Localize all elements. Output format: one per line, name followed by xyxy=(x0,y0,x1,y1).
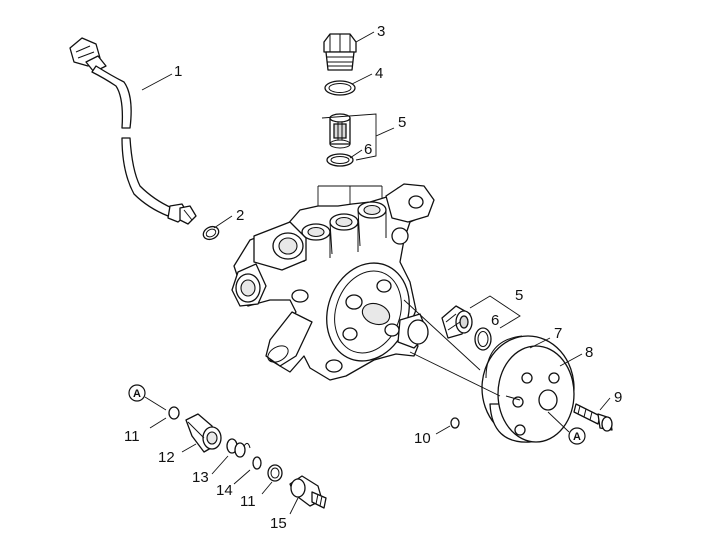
part-12-fitting xyxy=(185,413,222,453)
callout-9: 9 xyxy=(614,389,622,406)
leader-lines xyxy=(141,31,611,515)
callout-13: 13 xyxy=(192,469,209,486)
callout-11-top: 11 xyxy=(124,428,140,445)
part-5-valve-top xyxy=(329,113,351,149)
part-5-valve-right xyxy=(441,305,473,339)
callout-10: 10 xyxy=(414,430,431,447)
bracket-top-valves xyxy=(317,185,383,206)
callout-1: 1 xyxy=(174,63,182,80)
callout-8: 8 xyxy=(585,344,593,361)
callout-6-right: 6 xyxy=(491,312,499,329)
part-6-o-ring-right xyxy=(474,327,492,351)
callout-15: 15 xyxy=(270,515,287,532)
callout-3: 3 xyxy=(377,23,385,40)
callout-5-right: 5 xyxy=(515,287,523,304)
part-2-o-ring xyxy=(202,225,220,241)
callout-6-top: 6 xyxy=(364,141,372,158)
part-9-screw xyxy=(573,403,613,432)
reference-mark-a-left: A xyxy=(128,384,167,411)
part-11-o-ring-top xyxy=(168,406,180,420)
part-8-plate xyxy=(497,345,575,443)
part-4-o-ring xyxy=(324,80,356,96)
pump-housing xyxy=(231,183,435,381)
callout-7: 7 xyxy=(554,325,562,342)
callout-labels: 1 2 3 4 5 6 5 6 7 8 9 10 11 12 13 14 11 … xyxy=(124,23,622,532)
part-6-o-ring-top xyxy=(326,153,354,167)
callout-11-bottom: 11 xyxy=(240,493,256,510)
part-15-nozzle xyxy=(289,475,327,509)
bracket-right-valves xyxy=(469,295,521,329)
callout-2: 2 xyxy=(236,207,244,224)
part-10-small-o-ring xyxy=(450,417,460,429)
part-3-plug-screw xyxy=(323,33,357,71)
part-11-o-ring-bottom xyxy=(267,464,283,482)
callout-12: 12 xyxy=(158,449,175,466)
reference-letter-a-right: A xyxy=(573,431,581,443)
reference-letter-a-left: A xyxy=(133,388,141,400)
part-14-washer xyxy=(252,456,262,470)
part-13-spring xyxy=(226,438,251,458)
part-1-hose xyxy=(69,37,197,225)
reference-mark-a-right: A xyxy=(547,411,586,445)
callout-4: 4 xyxy=(375,65,383,82)
callout-5-top: 5 xyxy=(398,114,406,131)
callout-14: 14 xyxy=(216,482,233,499)
